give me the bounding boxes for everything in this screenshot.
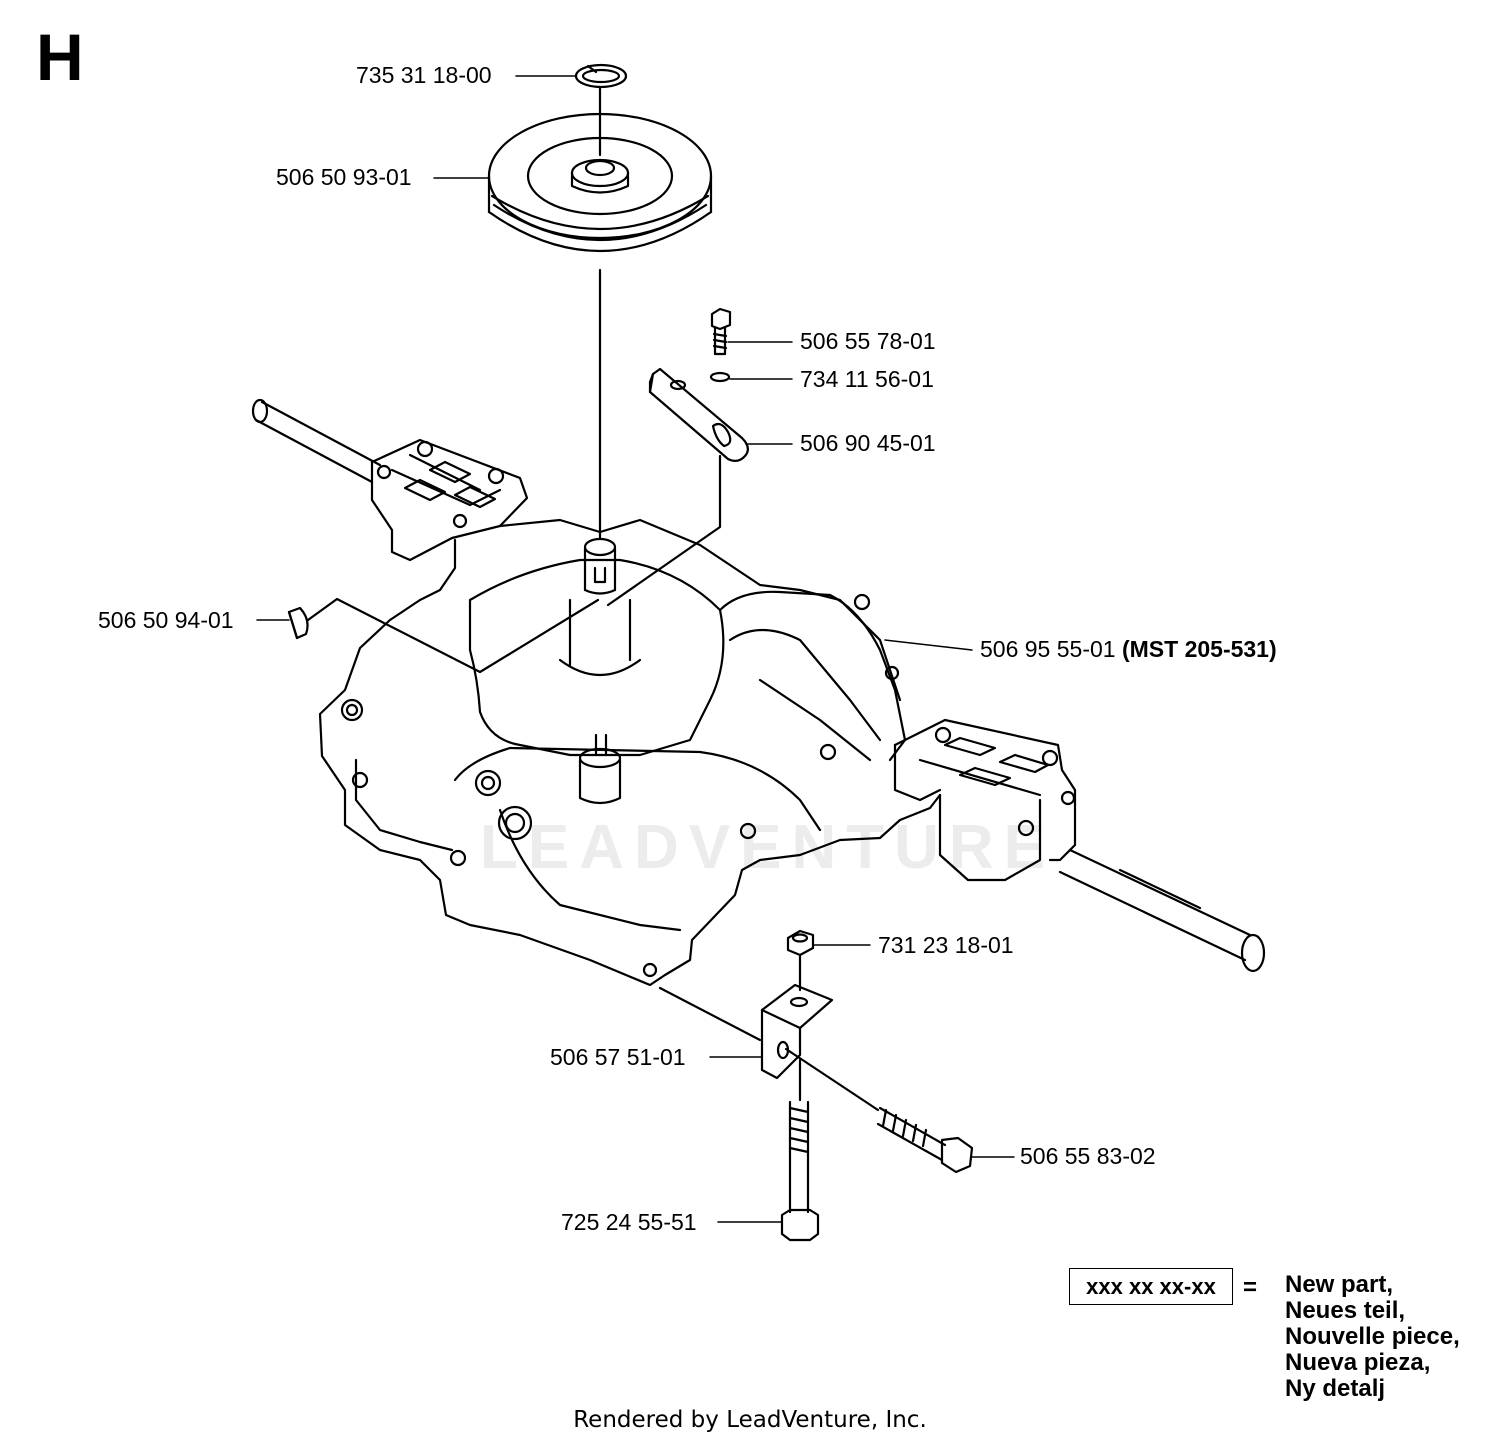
part-number: 506 95 55-01	[980, 636, 1116, 662]
part-label-bolt-long[interactable]: 506 55 83-02	[1020, 1143, 1156, 1169]
watermark: LEADVENTURE	[480, 813, 1056, 882]
legend-line: Neues teil,	[1285, 1297, 1406, 1324]
key-drawing	[287, 597, 600, 674]
legend-list: New part, Neues teil, Nouvelle piece, Nu…	[1285, 1272, 1460, 1402]
part-label-nut[interactable]: 731 23 18-01	[878, 932, 1014, 958]
part-label-key[interactable]: 506 50 94-01	[98, 607, 234, 633]
part-label-pulley[interactable]: 506 50 93-01	[276, 164, 412, 190]
transaxle-drawing	[251, 398, 1266, 987]
part-label-retaining-ring[interactable]: 735 31 18-00	[356, 62, 492, 88]
part-label-transaxle[interactable]: 506 95 55-01 (MST 205-531)	[980, 638, 1277, 661]
legend-line: Ny detalj	[1285, 1375, 1386, 1402]
leader-lines	[256, 75, 1015, 1223]
pulley-drawing	[487, 85, 713, 540]
legend-line: New part,	[1285, 1271, 1394, 1298]
retaining-ring-drawing	[574, 63, 628, 89]
footer-credit: Rendered by LeadVenture, Inc.	[573, 1407, 927, 1433]
bracket-drawing	[658, 929, 974, 1242]
part-label-bolt[interactable]: 506 55 78-01	[800, 328, 936, 354]
legend-line: Nouvelle piece,	[1285, 1323, 1460, 1350]
part-label-bracket[interactable]: 506 57 51-01	[550, 1044, 686, 1070]
legend-sample-box: xxx xx xx-xx	[1069, 1268, 1233, 1305]
part-label-arm[interactable]: 506 90 45-01	[800, 430, 936, 456]
part-note: (MST 205-531)	[1121, 636, 1277, 662]
section-letter: H	[36, 20, 84, 94]
part-label-washer[interactable]: 734 11 56-01	[800, 366, 934, 392]
legend-equals: =	[1243, 1274, 1258, 1301]
legend-line: Nueva pieza,	[1285, 1349, 1431, 1376]
control-arm-drawing	[606, 307, 749, 607]
part-label-bolt-vertical[interactable]: 725 24 55-51	[561, 1209, 697, 1235]
